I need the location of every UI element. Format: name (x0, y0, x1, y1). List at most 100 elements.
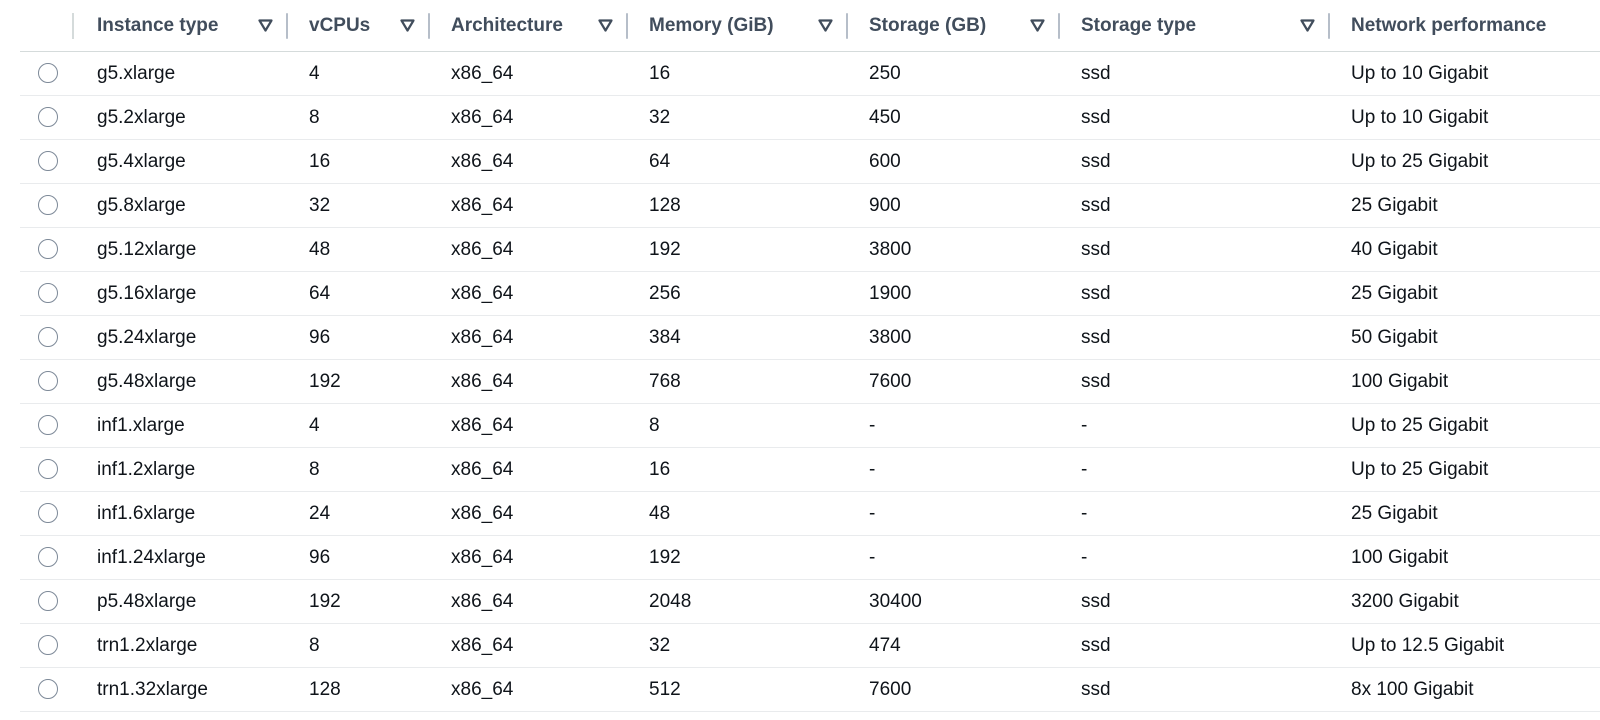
memory-cell: 384 (628, 315, 848, 360)
storage-cell: 450 (848, 95, 1060, 140)
sort-caret-icon[interactable] (816, 17, 834, 35)
row-select-radio[interactable] (38, 459, 58, 480)
network-performance-cell: 25 Gigabit (1330, 491, 1600, 536)
instance-type-cell: inf1.24xlarge (76, 535, 288, 580)
storage-type-cell: - (1060, 403, 1330, 448)
network-performance-cell: 25 Gigabit (1330, 183, 1600, 228)
vcpus-cell: 8 (288, 623, 430, 668)
row-select-cell (20, 491, 76, 536)
column-header-vcpus[interactable]: vCPUs (288, 0, 430, 52)
row-select-radio[interactable] (38, 415, 58, 436)
instance-type-cell: trn1.32xlarge (76, 667, 288, 712)
column-header-storage-type[interactable]: Storage type (1060, 0, 1330, 52)
sort-caret-icon[interactable] (398, 17, 416, 35)
row-select-radio[interactable] (38, 503, 58, 524)
row-select-radio[interactable] (38, 371, 58, 392)
storage-type-cell: ssd (1060, 139, 1330, 184)
storage-cell: - (848, 491, 1060, 536)
memory-cell: 128 (628, 183, 848, 228)
sort-caret-icon[interactable] (256, 17, 274, 35)
row-select-radio[interactable] (38, 63, 58, 84)
network-performance-cell: Up to 25 Gigabit (1330, 403, 1600, 448)
instance-type-cell: inf1.xlarge (76, 403, 288, 448)
vcpus-cell: 32 (288, 183, 430, 228)
column-header-storage[interactable]: Storage (GB) (848, 0, 1060, 52)
network-performance-cell: Up to 25 Gigabit (1330, 139, 1600, 184)
row-select-cell (20, 403, 76, 448)
row-select-radio[interactable] (38, 679, 58, 700)
storage-cell: 3800 (848, 315, 1060, 360)
storage-type-cell: - (1060, 535, 1330, 580)
storage-type-cell: ssd (1060, 95, 1330, 140)
column-header-label: vCPUs (309, 14, 371, 36)
row-select-radio[interactable] (38, 283, 58, 304)
row-select-radio[interactable] (38, 591, 58, 612)
memory-cell: 32 (628, 623, 848, 668)
column-header-content: Memory (GiB) (628, 0, 848, 51)
row-select-radio[interactable] (38, 151, 58, 172)
architecture-cell: x86_64 (430, 667, 628, 712)
column-divider[interactable] (428, 13, 430, 39)
column-divider[interactable] (846, 13, 848, 39)
instance-type-cell: trn1.2xlarge (76, 623, 288, 668)
row-select-radio[interactable] (38, 635, 58, 656)
sort-caret-icon[interactable] (596, 17, 614, 35)
column-header-content: vCPUs (288, 0, 430, 51)
column-header-content: Architecture (430, 0, 628, 51)
vcpus-cell: 4 (288, 51, 430, 96)
column-header-instance-type[interactable]: Instance type (76, 0, 288, 52)
vcpus-cell: 24 (288, 491, 430, 536)
column-header-label: Storage type (1081, 14, 1197, 36)
storage-type-cell: ssd (1060, 623, 1330, 668)
column-divider[interactable] (1058, 13, 1060, 39)
column-header-network-performance[interactable]: Network performance (1330, 0, 1600, 52)
row-select-cell (20, 95, 76, 140)
memory-cell: 8 (628, 403, 848, 448)
storage-cell: 3800 (848, 227, 1060, 272)
instance-type-cell: g5.16xlarge (76, 271, 288, 316)
column-header-label: Network performance (1351, 14, 1547, 36)
instance-type-cell: g5.2xlarge (76, 95, 288, 140)
row-select-radio[interactable] (38, 547, 58, 568)
column-header-label: Storage (GB) (869, 14, 987, 36)
column-divider (72, 13, 74, 39)
vcpus-cell: 64 (288, 271, 430, 316)
sort-caret-icon[interactable] (1028, 17, 1046, 35)
architecture-cell: x86_64 (430, 95, 628, 140)
architecture-cell: x86_64 (430, 535, 628, 580)
memory-cell: 192 (628, 535, 848, 580)
sort-caret-icon[interactable] (1298, 17, 1316, 35)
network-performance-cell: 50 Gigabit (1330, 315, 1600, 360)
column-divider[interactable] (286, 13, 288, 39)
column-divider[interactable] (626, 13, 628, 39)
memory-cell: 256 (628, 271, 848, 316)
column-header-label: Memory (GiB) (649, 14, 774, 36)
column-divider[interactable] (1328, 13, 1330, 39)
memory-cell: 48 (628, 491, 848, 536)
row-select-radio[interactable] (38, 327, 58, 348)
vcpus-cell: 8 (288, 447, 430, 492)
row-select-radio[interactable] (38, 107, 58, 128)
row-select-cell (20, 51, 76, 96)
column-header-memory[interactable]: Memory (GiB) (628, 0, 848, 52)
network-performance-cell: Up to 25 Gigabit (1330, 447, 1600, 492)
architecture-cell: x86_64 (430, 139, 628, 184)
column-header-architecture[interactable]: Architecture (430, 0, 628, 52)
row-select-radio[interactable] (38, 195, 58, 216)
row-select-radio[interactable] (38, 239, 58, 260)
